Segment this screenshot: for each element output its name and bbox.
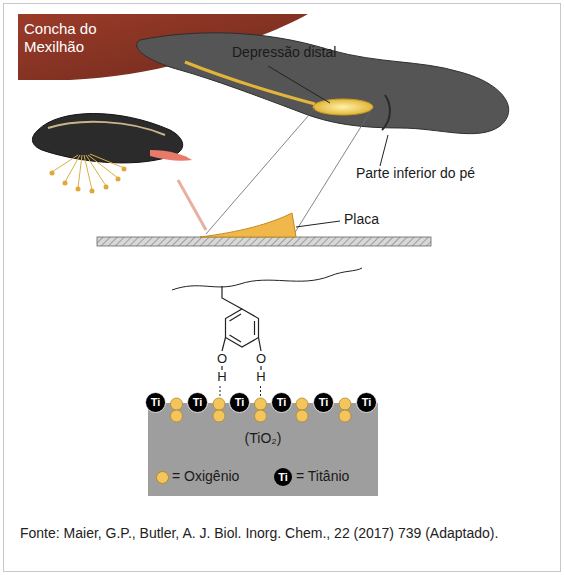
tio2-surface — [148, 403, 378, 496]
atom-symbol: Ti — [187, 392, 208, 413]
titanium-atom: Ti — [356, 392, 377, 413]
titanium-atom: Ti — [313, 392, 334, 413]
atom-symbol: O — [217, 351, 227, 367]
byssus-threads — [52, 154, 124, 190]
titanium-atom: Ti — [229, 392, 250, 413]
groove — [185, 62, 315, 104]
atom-circle — [146, 393, 166, 413]
atom-circle — [272, 393, 292, 413]
part-name: Parte inferior do pé — [356, 165, 475, 181]
foot-fold — [382, 95, 390, 130]
frame — [4, 4, 561, 572]
shell-label: Concha do Mexilhão — [24, 20, 154, 56]
atom-circle — [357, 393, 377, 413]
leader-line — [380, 135, 388, 166]
legend-swatch — [156, 471, 169, 484]
atom-symbol: Ti — [271, 392, 292, 413]
legend-symbol: Ti — [278, 469, 288, 485]
part-name: Placa — [344, 211, 379, 227]
atom-symbol: Ti — [145, 392, 166, 413]
part-name: Depressão distal — [232, 44, 336, 60]
atom-circle — [314, 393, 334, 413]
legend-text: = Titânio — [296, 468, 349, 484]
atom-symbol: H — [256, 369, 265, 385]
legend-text: = Oxigênio — [172, 468, 239, 484]
leader-line — [268, 66, 330, 103]
titanium-atom: Ti — [271, 392, 292, 413]
protein-backbone — [172, 268, 362, 290]
atom-symbol: Ti — [313, 392, 334, 413]
substrate — [97, 237, 431, 246]
foot-underside — [137, 33, 509, 134]
formula: (TiO₂) — [245, 430, 282, 446]
mussel-mantle — [48, 122, 165, 135]
distal-depression — [313, 99, 373, 115]
shell-label-region: Concha do Mexilhão — [24, 20, 154, 56]
catechol-ring — [222, 286, 261, 370]
leader-line — [296, 221, 340, 227]
thread-to-plaque — [178, 180, 206, 230]
titanium-atom: Ti — [145, 392, 166, 413]
atom-circle — [230, 393, 250, 413]
legend-titanium-symbol — [274, 468, 292, 486]
projection-line — [206, 108, 315, 234]
source-caption: Fonte: Maier, G.P., Butler, A. J. Biol. … — [20, 524, 544, 543]
atom-symbol: O — [256, 351, 266, 367]
byssus-plaques — [50, 167, 127, 194]
atom-symbol: Ti — [356, 392, 377, 413]
atom-symbol: H — [217, 369, 226, 385]
atom-symbol: Ti — [229, 392, 250, 413]
plaque — [200, 213, 296, 237]
mussel-foot — [150, 150, 192, 161]
atom-circle — [188, 393, 208, 413]
titanium-atom: Ti — [187, 392, 208, 413]
